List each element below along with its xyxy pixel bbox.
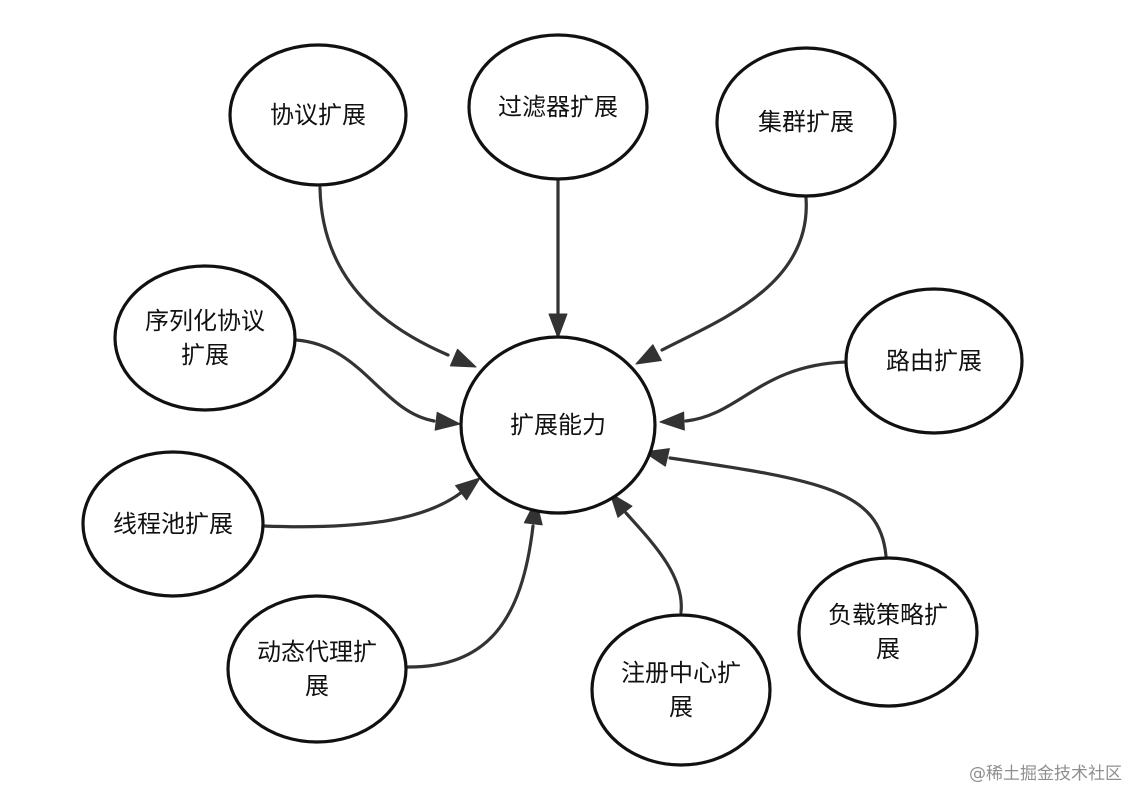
center-ellipse [459,335,657,515]
proxy-ellipse [226,594,408,744]
arrowhead-cluster [635,344,662,365]
node-filter: 过滤器扩展 [467,33,649,181]
edge-proxy-to-center [404,499,543,669]
edge-protocol-to-center [318,186,477,368]
arrowhead-protocol [449,348,477,368]
filter-label-line-1: 过滤器扩展 [498,93,618,121]
edge-filter-to-center [548,179,568,339]
node-protocol: 协议扩展 [228,43,408,187]
arrowhead-router [659,411,685,431]
registry-ellipse [590,613,772,767]
node-router: 路由扩展 [844,287,1024,435]
threadpool-ellipse [81,450,265,598]
loadbalance-ellipse [797,556,979,708]
registry-label-line-2: 展 [669,693,693,721]
arrowhead-serialization [434,411,461,431]
edge-line-protocol [318,186,450,357]
serialization-label-line-1: 序列化协议 [145,307,265,335]
edge-line-serialization [294,338,436,423]
edge-cluster-to-center [635,196,808,365]
cluster-label-line-1: 集群扩展 [758,108,854,136]
edge-line-registry [624,511,683,614]
cluster-ellipse [715,46,897,198]
edge-serialization-to-center [294,338,461,431]
protocol-ellipse [228,43,408,187]
serialization-ellipse [113,264,297,412]
edge-line-cluster [660,196,808,352]
nodes-layer: 扩展能力协议扩展过滤器扩展集群扩展序列化协议扩展路由扩展线程池扩展动态代理扩展注… [81,33,1024,767]
filter-ellipse [467,33,649,181]
edge-loadbalance-to-center [643,448,888,558]
edge-line-loadbalance [668,456,888,558]
edge-line-threadpool [261,490,464,529]
node-threadpool: 线程池扩展 [81,450,265,598]
watermark: @稀土掘金技术社区 [969,764,1122,784]
edge-router-to-center [659,360,848,431]
arrowhead-registry [609,492,633,518]
edge-registry-to-center [609,492,683,614]
center-label-line-1: 扩展能力 [510,411,606,439]
arrowhead-filter [548,313,568,339]
edge-threadpool-to-center [261,477,481,529]
arrowhead-threadpool [455,477,481,501]
router-label-line-1: 路由扩展 [886,347,982,375]
serialization-label-line-2: 扩展 [181,341,229,369]
router-ellipse [844,287,1024,435]
node-cluster: 集群扩展 [715,46,897,198]
protocol-label-line-1: 协议扩展 [270,101,366,129]
edges-layer [261,179,888,669]
center-node: 扩展能力 [459,335,657,515]
threadpool-label-line-1: 线程池扩展 [113,510,233,538]
proxy-label-line-2: 展 [305,672,329,700]
registry-label-line-1: 注册中心扩 [621,659,741,687]
edge-line-proxy [404,524,535,669]
loadbalance-label-line-1: 负载策略扩 [828,601,948,629]
loadbalance-label-line-2: 展 [876,635,900,663]
edge-line-router [684,360,848,423]
proxy-label-line-1: 动态代理扩 [257,638,377,666]
